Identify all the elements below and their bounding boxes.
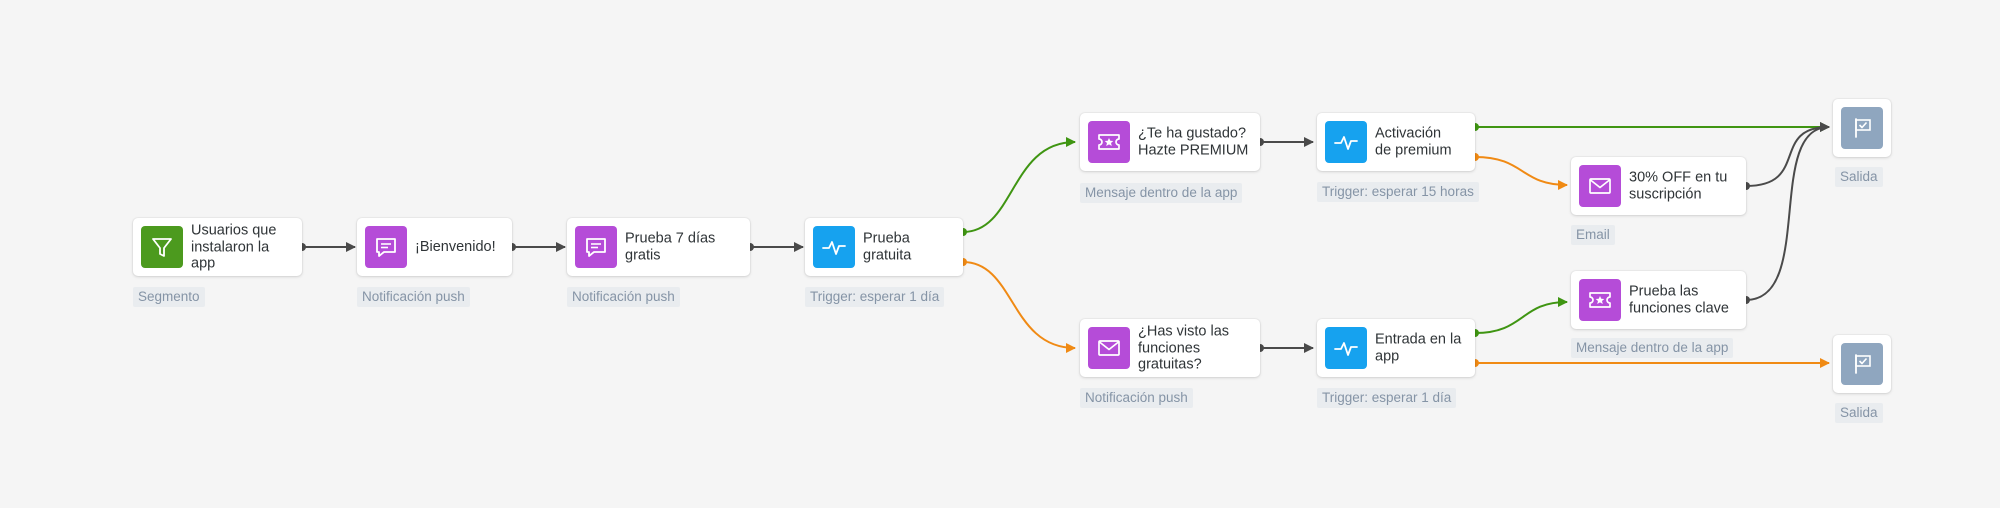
ticket-icon (1589, 292, 1611, 308)
liked-icon-box (1088, 121, 1130, 163)
segment-icon-box (141, 226, 183, 268)
segment-title: Usuarios que instalaron la app (191, 222, 277, 272)
key-features-icon-box (1579, 279, 1621, 321)
trial-push-title: Prueba 7 días gratis (625, 230, 716, 264)
premium-trigger-type-label: Trigger: esperar 15 horas (1317, 182, 1479, 202)
trial-push-type-label: Notificación push (567, 287, 680, 307)
edge-liked-to-premium (1256, 137, 1314, 147)
liked-title: ¿Te ha gustado? Hazte PREMIUM (1138, 125, 1249, 159)
edge-trial-to-trigger (746, 242, 804, 252)
key-features-title: Prueba las funciones clave (1629, 283, 1729, 317)
features-push-icon-box (1088, 327, 1130, 369)
welcome-node[interactable]: ¡Bienvenido! (357, 218, 512, 276)
trial-push-icon-box (575, 226, 617, 268)
trial-trigger-title: Prueba gratuita (863, 230, 912, 264)
exit-flag-icon (1855, 118, 1871, 138)
pulse-icon (822, 241, 846, 255)
edge-premium-no-to-discount (1471, 153, 1568, 190)
exit-bottom-label: Salida (1835, 403, 1883, 423)
exit-node-bottom[interactable] (1833, 335, 1891, 393)
welcome-type-label: Notificación push (357, 287, 470, 307)
trial-trigger-node[interactable]: Prueba gratuita (805, 218, 963, 276)
exit-node-top[interactable] (1833, 99, 1891, 157)
exit-top-label: Salida (1835, 167, 1883, 187)
edge-welcome-to-trial (508, 242, 566, 252)
filter-icon (152, 238, 172, 257)
envelope-icon (1589, 178, 1611, 194)
segment-node[interactable]: Usuarios que instalaron la app (133, 218, 302, 276)
premium-trigger-node[interactable]: Activación de premium (1317, 113, 1475, 171)
discount-node[interactable]: 30% OFF en tu suscripción (1571, 157, 1746, 215)
edge-trigger-yes-to-liked (959, 137, 1076, 236)
exit-bottom-icon-box (1841, 343, 1883, 385)
edge-app-yes-to-key-features (1471, 297, 1568, 337)
key-features-node[interactable]: Prueba las funciones clave (1571, 271, 1746, 329)
envelope-icon (1098, 340, 1120, 356)
app-trigger-node[interactable]: Entrada en la app (1317, 319, 1475, 377)
welcome-icon-box (365, 226, 407, 268)
discount-icon-box (1579, 165, 1621, 207)
ticket-icon (1098, 134, 1120, 150)
edge-discount-to-exit (1742, 122, 1830, 190)
discount-title: 30% OFF en tu suscripción (1629, 169, 1728, 203)
edge-trigger-no-to-features (959, 258, 1076, 353)
edge-key-features-to-exit (1742, 122, 1830, 304)
trial-push-node[interactable]: Prueba 7 días gratis (567, 218, 750, 276)
features-push-title: ¿Has visto las funciones gratuitas? (1138, 323, 1230, 373)
edge-premium-yes-to-exit (1471, 122, 1830, 132)
welcome-title: ¡Bienvenido! (415, 238, 496, 255)
edge-app-no-to-exit (1471, 358, 1830, 368)
app-trigger-type-label: Trigger: esperar 1 día (1317, 388, 1457, 408)
edge-segment-to-welcome (298, 242, 356, 252)
chat-icon (586, 238, 606, 257)
key-features-type-label: Mensaje dentro de la app (1571, 338, 1734, 358)
features-push-node[interactable]: ¿Has visto las funciones gratuitas? (1080, 319, 1260, 377)
pulse-icon (1334, 136, 1358, 150)
segment-type-label: Segmento (133, 287, 205, 307)
liked-type-label: Mensaje dentro de la app (1080, 183, 1243, 203)
liked-node[interactable]: ¿Te ha gustado? Hazte PREMIUM (1080, 113, 1260, 171)
premium-trigger-title: Activación de premium (1375, 125, 1452, 159)
chat-icon (376, 238, 396, 257)
exit-flag-icon (1855, 354, 1871, 374)
edge-features-to-app (1256, 343, 1314, 353)
pulse-icon (1334, 342, 1358, 356)
discount-type-label: Email (1571, 225, 1615, 245)
app-trigger-title: Entrada en la app (1375, 331, 1462, 365)
trial-trigger-icon-box (813, 226, 855, 268)
premium-trigger-icon-box (1325, 121, 1367, 163)
trial-trigger-type-label: Trigger: esperar 1 día (805, 287, 945, 307)
features-push-type-label: Notificación push (1080, 388, 1193, 408)
app-trigger-icon-box (1325, 327, 1367, 369)
exit-top-icon-box (1841, 107, 1883, 149)
